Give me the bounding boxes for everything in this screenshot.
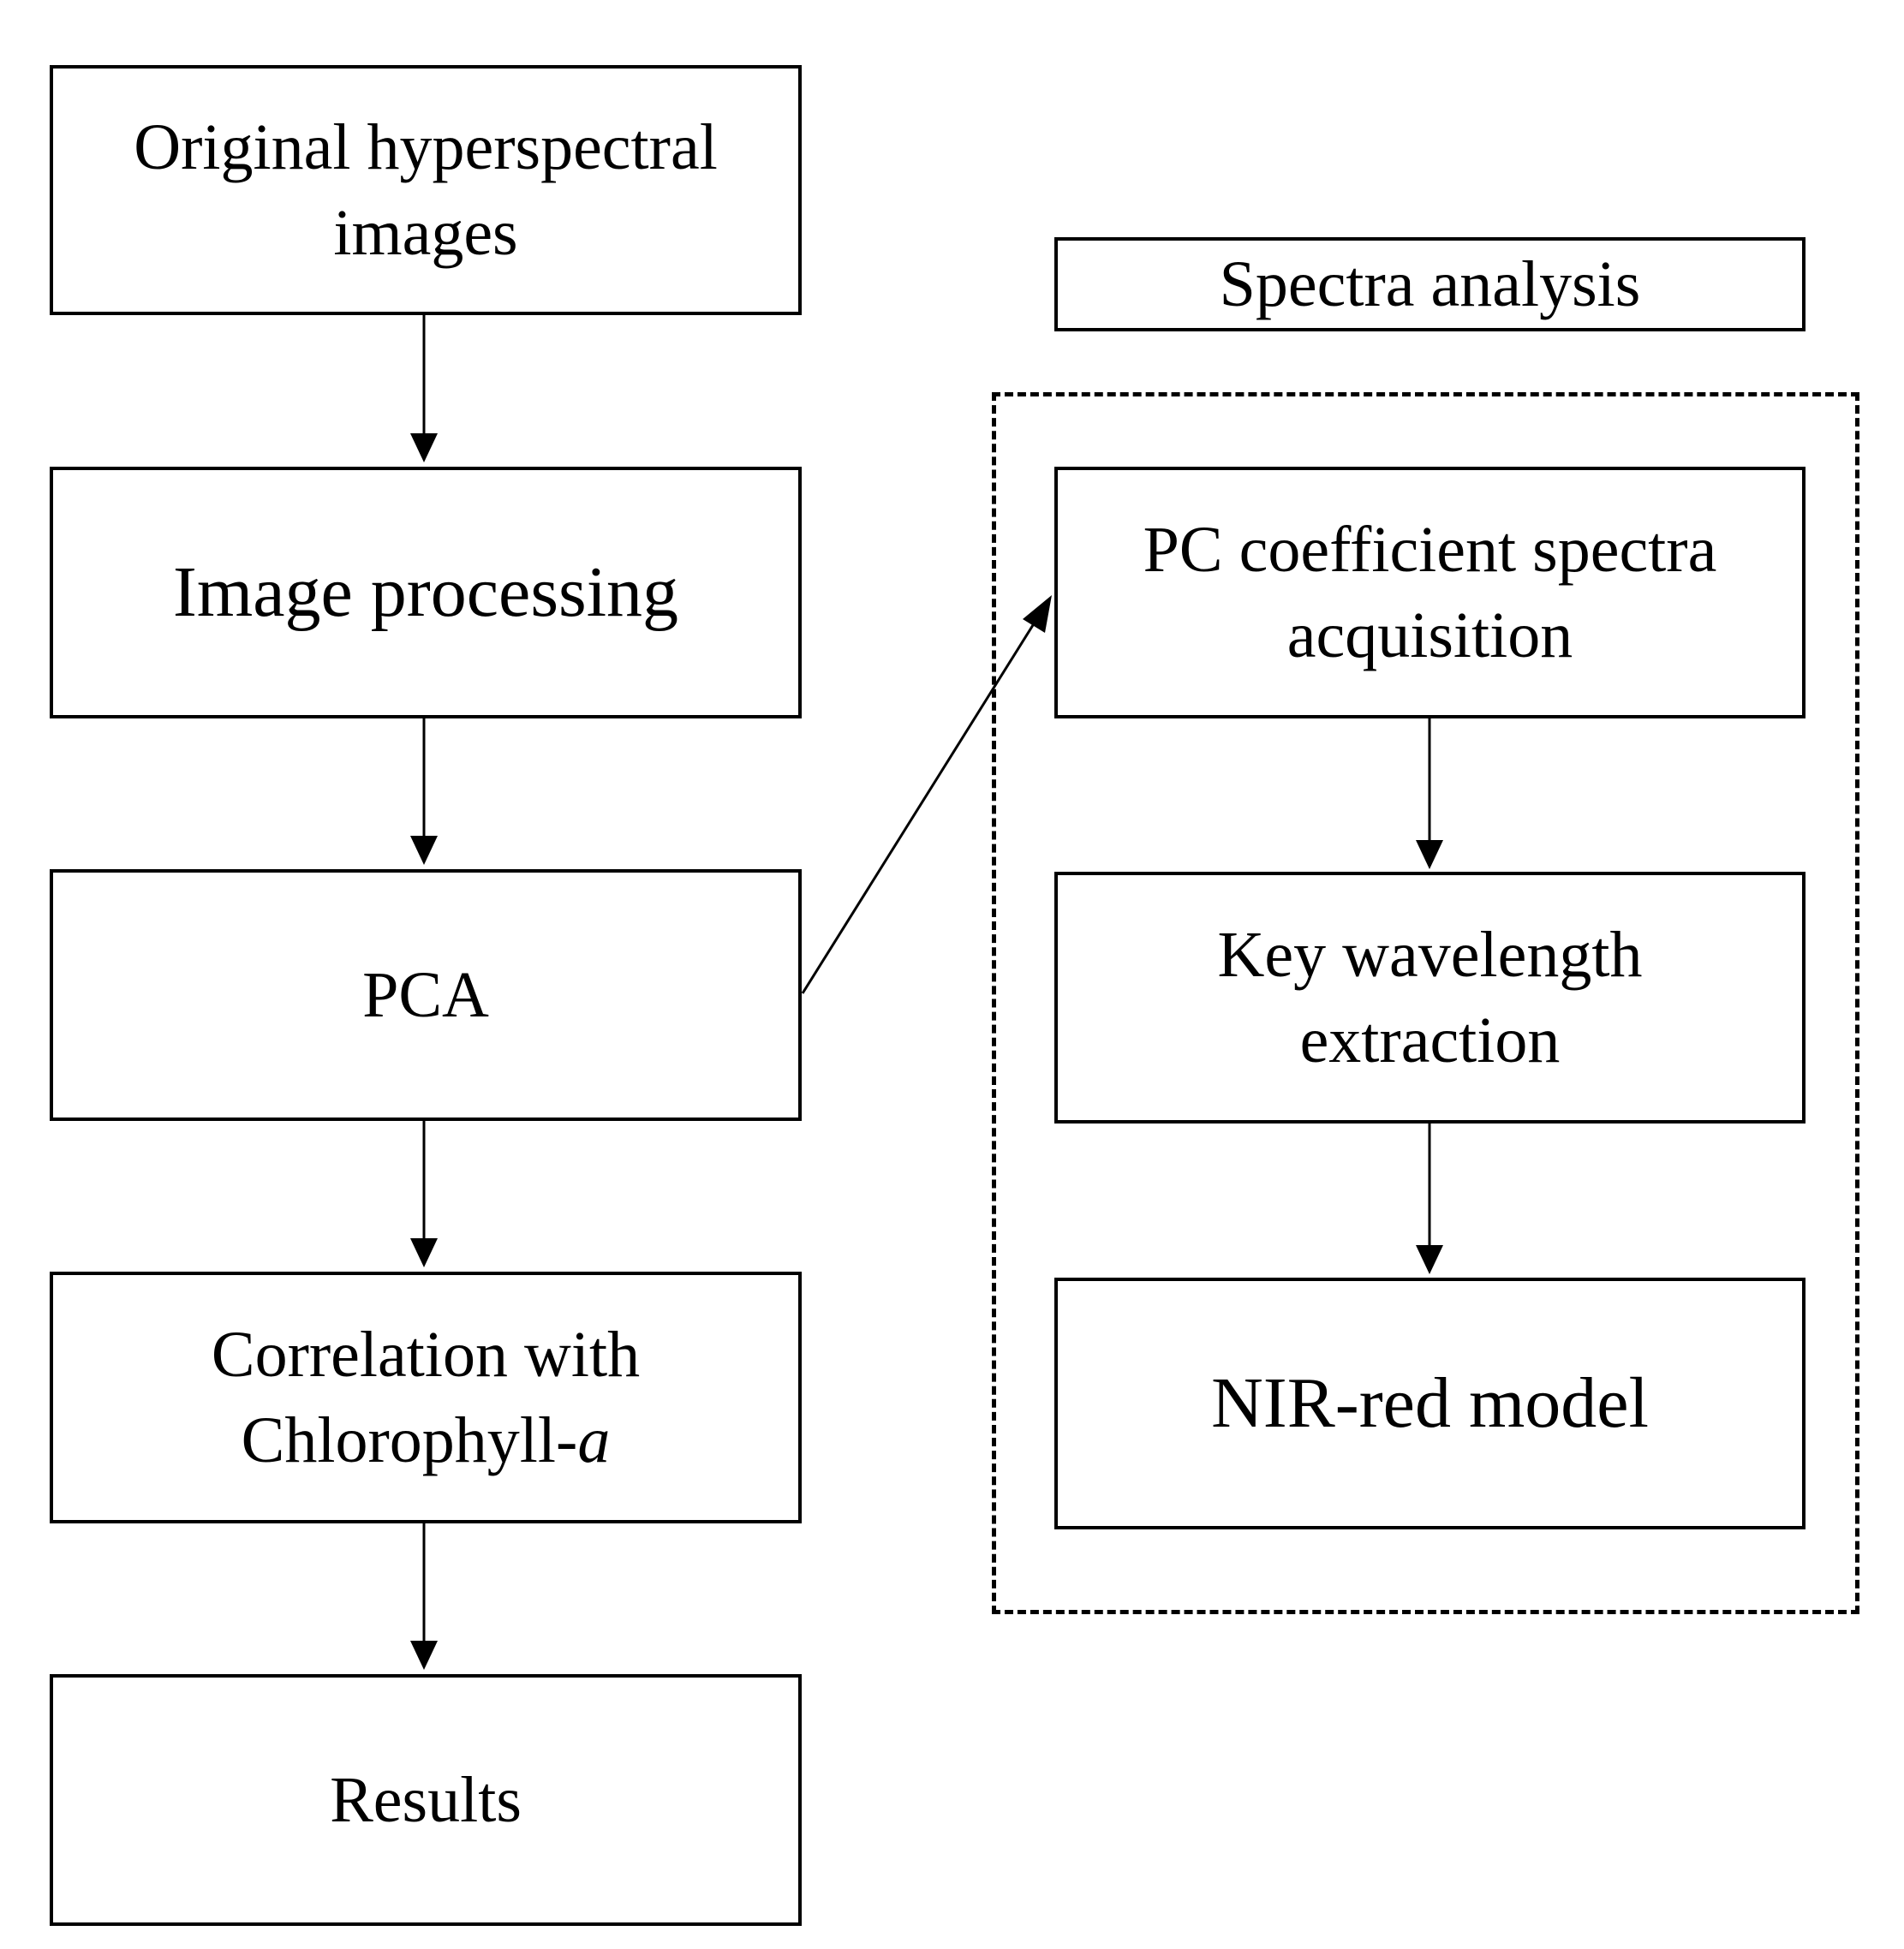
key-wavelength-line-2: extraction	[1299, 1004, 1561, 1076]
arrow-original-to-processing	[410, 315, 438, 462]
chlorophyll-italic-a: a	[577, 1404, 611, 1476]
pc-coefficient-label: PC coefficient spectra acquisition	[1143, 507, 1717, 679]
key-wavelength-extraction-box: Key wavelength extraction	[1054, 872, 1806, 1124]
arrow-pca-to-correlation	[410, 1120, 438, 1267]
image-processing-label: Image processing	[172, 551, 679, 632]
pc-coefficient-line-2: acquisition	[1286, 599, 1573, 671]
pca-label: PCA	[362, 958, 489, 1031]
original-hyperspectral-images-label: Original hyperspectral images	[134, 104, 718, 277]
pc-coefficient-spectra-box: PC coefficient spectra acquisition	[1054, 467, 1806, 718]
results-label: Results	[330, 1763, 522, 1836]
original-line-1: Original hyperspectral	[134, 110, 718, 183]
spectra-analysis-title: Spectra analysis	[1219, 247, 1641, 320]
spectra-analysis-title-box: Spectra analysis	[1054, 237, 1806, 331]
original-line-2: images	[333, 197, 518, 269]
nir-red-model-box: NIR-red model	[1054, 1278, 1806, 1529]
pc-coefficient-line-1: PC coefficient spectra	[1143, 513, 1717, 586]
nir-red-model-label: NIR-red model	[1211, 1362, 1649, 1443]
original-hyperspectral-images-box: Original hyperspectral images	[50, 65, 802, 315]
key-wavelength-label: Key wavelength extraction	[1218, 912, 1643, 1084]
correlation-with-chlorophyll-box: Correlation with Chlorophyll-a	[50, 1272, 802, 1523]
arrow-key-wavelength-to-nir	[1416, 1123, 1443, 1274]
correlation-label: Correlation with Chlorophyll-a	[212, 1312, 640, 1484]
chlorophyll-prefix: Chlorophyll-	[241, 1404, 578, 1476]
correlation-line-2: Chlorophyll-a	[212, 1398, 640, 1483]
image-processing-box: Image processing	[50, 467, 802, 718]
pca-box: PCA	[50, 869, 802, 1121]
arrow-processing-to-pca	[410, 718, 438, 865]
correlation-line-1: Correlation with	[211, 1318, 641, 1391]
results-box: Results	[50, 1674, 802, 1926]
arrow-correlation-to-results	[410, 1523, 438, 1670]
arrow-pca-to-pc-coefficient	[801, 595, 1052, 994]
spectra-analysis-group-frame	[992, 392, 1859, 1614]
arrow-pc-to-key-wavelength	[1416, 718, 1443, 869]
key-wavelength-line-1: Key wavelength	[1217, 918, 1643, 991]
